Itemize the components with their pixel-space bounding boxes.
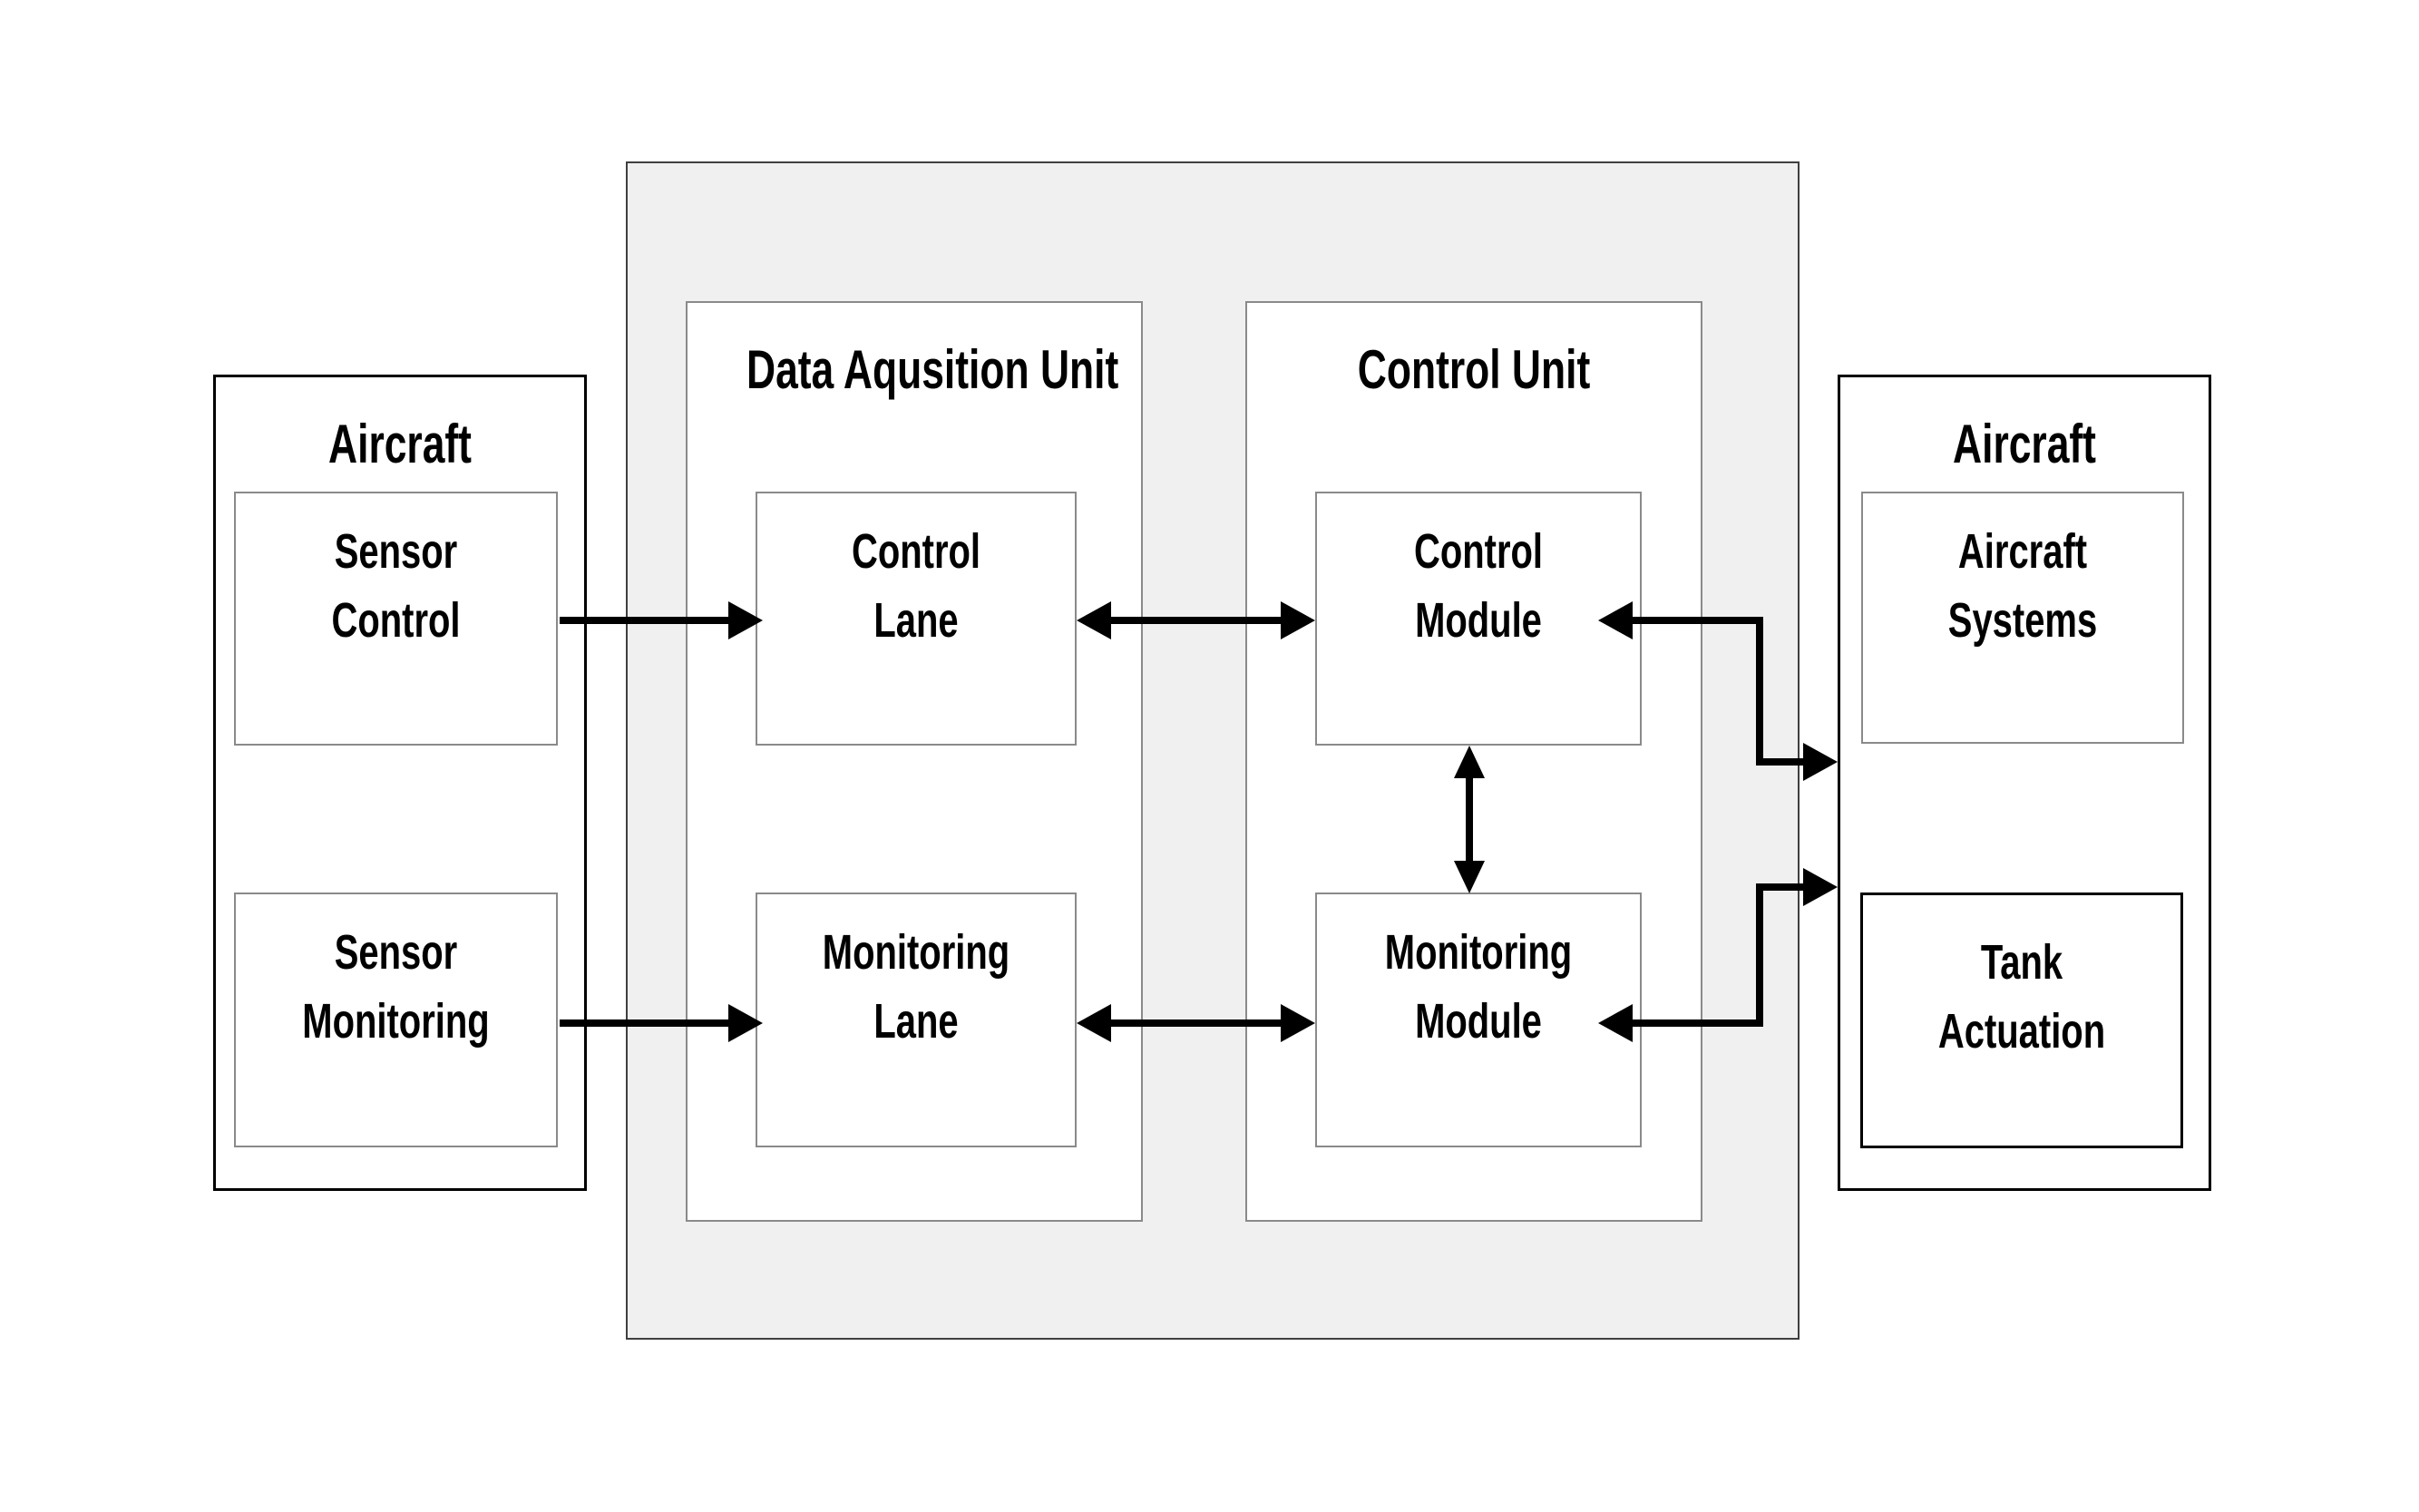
monitoring-module-label: Monitoring Module xyxy=(1384,925,1573,1049)
control-lane-label: Control Lane xyxy=(851,524,981,648)
tank-actuation-label: Tank Actuation xyxy=(1937,935,2106,1058)
sensor-monitoring-label: Sensor Monitoring xyxy=(302,925,490,1049)
monitoring-lane-label: Monitoring Lane xyxy=(822,925,1010,1049)
sensor-monitoring-box: Sensor Monitoring xyxy=(234,893,558,1147)
monitoring-module-box: Monitoring Module xyxy=(1315,893,1642,1147)
aircraft-systems-label: Aircraft Systems xyxy=(1947,524,2098,648)
control-unit-title: Control Unit xyxy=(1357,339,1591,400)
aircraft-systems-box: Aircraft Systems xyxy=(1861,492,2184,744)
data-aquisition-unit-title: Data Aqusition Unit xyxy=(746,339,1119,400)
sensor-control-label: Sensor Control xyxy=(331,524,461,648)
aircraft-left-title: Aircraft xyxy=(328,414,472,474)
control-module-box: Control Module xyxy=(1315,492,1642,746)
tank-actuation-box: Tank Actuation xyxy=(1860,893,2183,1148)
sensor-control-box: Sensor Control xyxy=(234,492,558,746)
control-module-label: Control Module xyxy=(1413,524,1544,648)
aircraft-right-title: Aircraft xyxy=(1953,414,2096,474)
monitoring-lane-box: Monitoring Lane xyxy=(756,893,1077,1147)
control-lane-box: Control Lane xyxy=(756,492,1077,746)
